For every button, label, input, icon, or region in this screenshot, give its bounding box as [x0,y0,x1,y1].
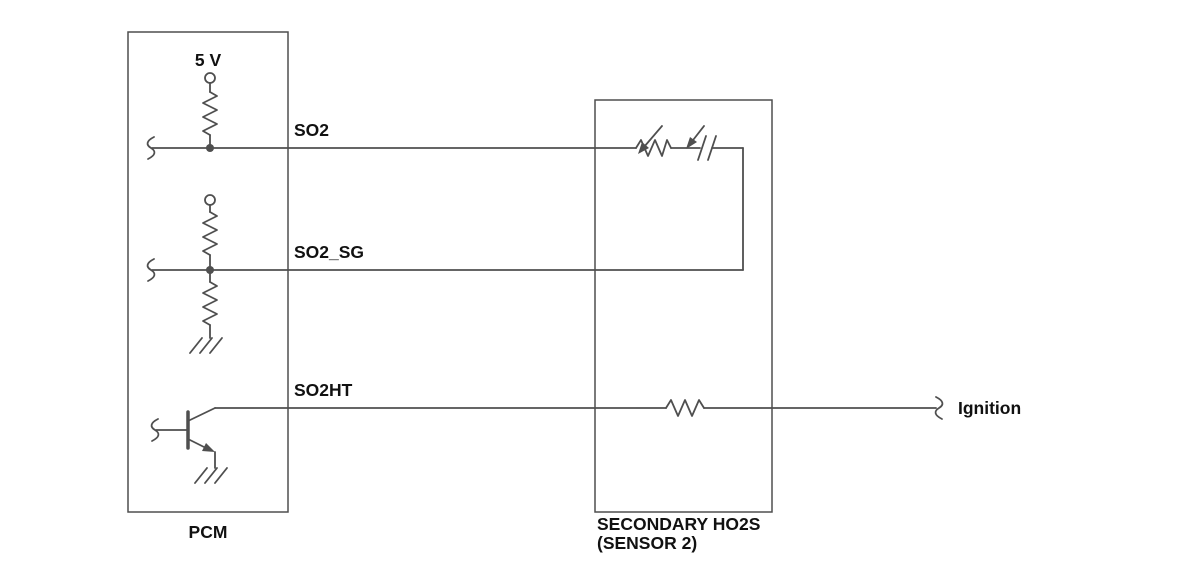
sensor-label-line1: SECONDARY HO2S [597,514,760,534]
ground-symbol-2 [194,467,228,484]
so2sg-label: SO2_SG [294,242,364,262]
heater-resistor [665,399,705,417]
pcm-label: PCM [189,522,228,542]
so2sg-break-symbol [146,258,156,282]
transistor-emitter-arrowhead [202,443,215,452]
ignition-label: Ignition [958,398,1021,418]
transistor-collector [187,407,216,422]
sg-resistor-upper [202,211,218,256]
so2-break-symbol [146,136,156,160]
sensor-label-line2: (SENSOR 2) [597,533,697,553]
sensor-arrow-1-shaft [643,125,663,148]
base-break-symbol [150,418,160,442]
ground-symbol-1 [189,337,223,354]
supply-label: 5 V [195,50,222,70]
sg-resistor-lower [202,281,218,326]
filled-marks [202,137,697,452]
so2ht-label: SO2HT [294,380,353,400]
sensor-arrow-1-head [638,142,649,154]
sg-terminal-circle [204,194,216,206]
so2sg-junction-dot [206,266,214,274]
sensor-cell-plate-1 [697,135,707,161]
sensor-box [594,99,773,513]
wires-and-symbols [146,72,944,484]
component-boxes [127,31,773,513]
so2-junction-dot [206,144,214,152]
text-labels: 5 V SO2 SO2_SG SO2HT PCM SECONDARY HO2S … [189,50,1022,553]
sensor-variable-resistor [635,139,672,157]
supply-terminal-circle [204,72,216,84]
so2-label: SO2 [294,120,329,140]
ignition-break-symbol [934,396,944,420]
pcm-box [127,31,289,513]
sensor-arrow-2-head [686,137,697,149]
pullup-resistor [202,91,218,136]
